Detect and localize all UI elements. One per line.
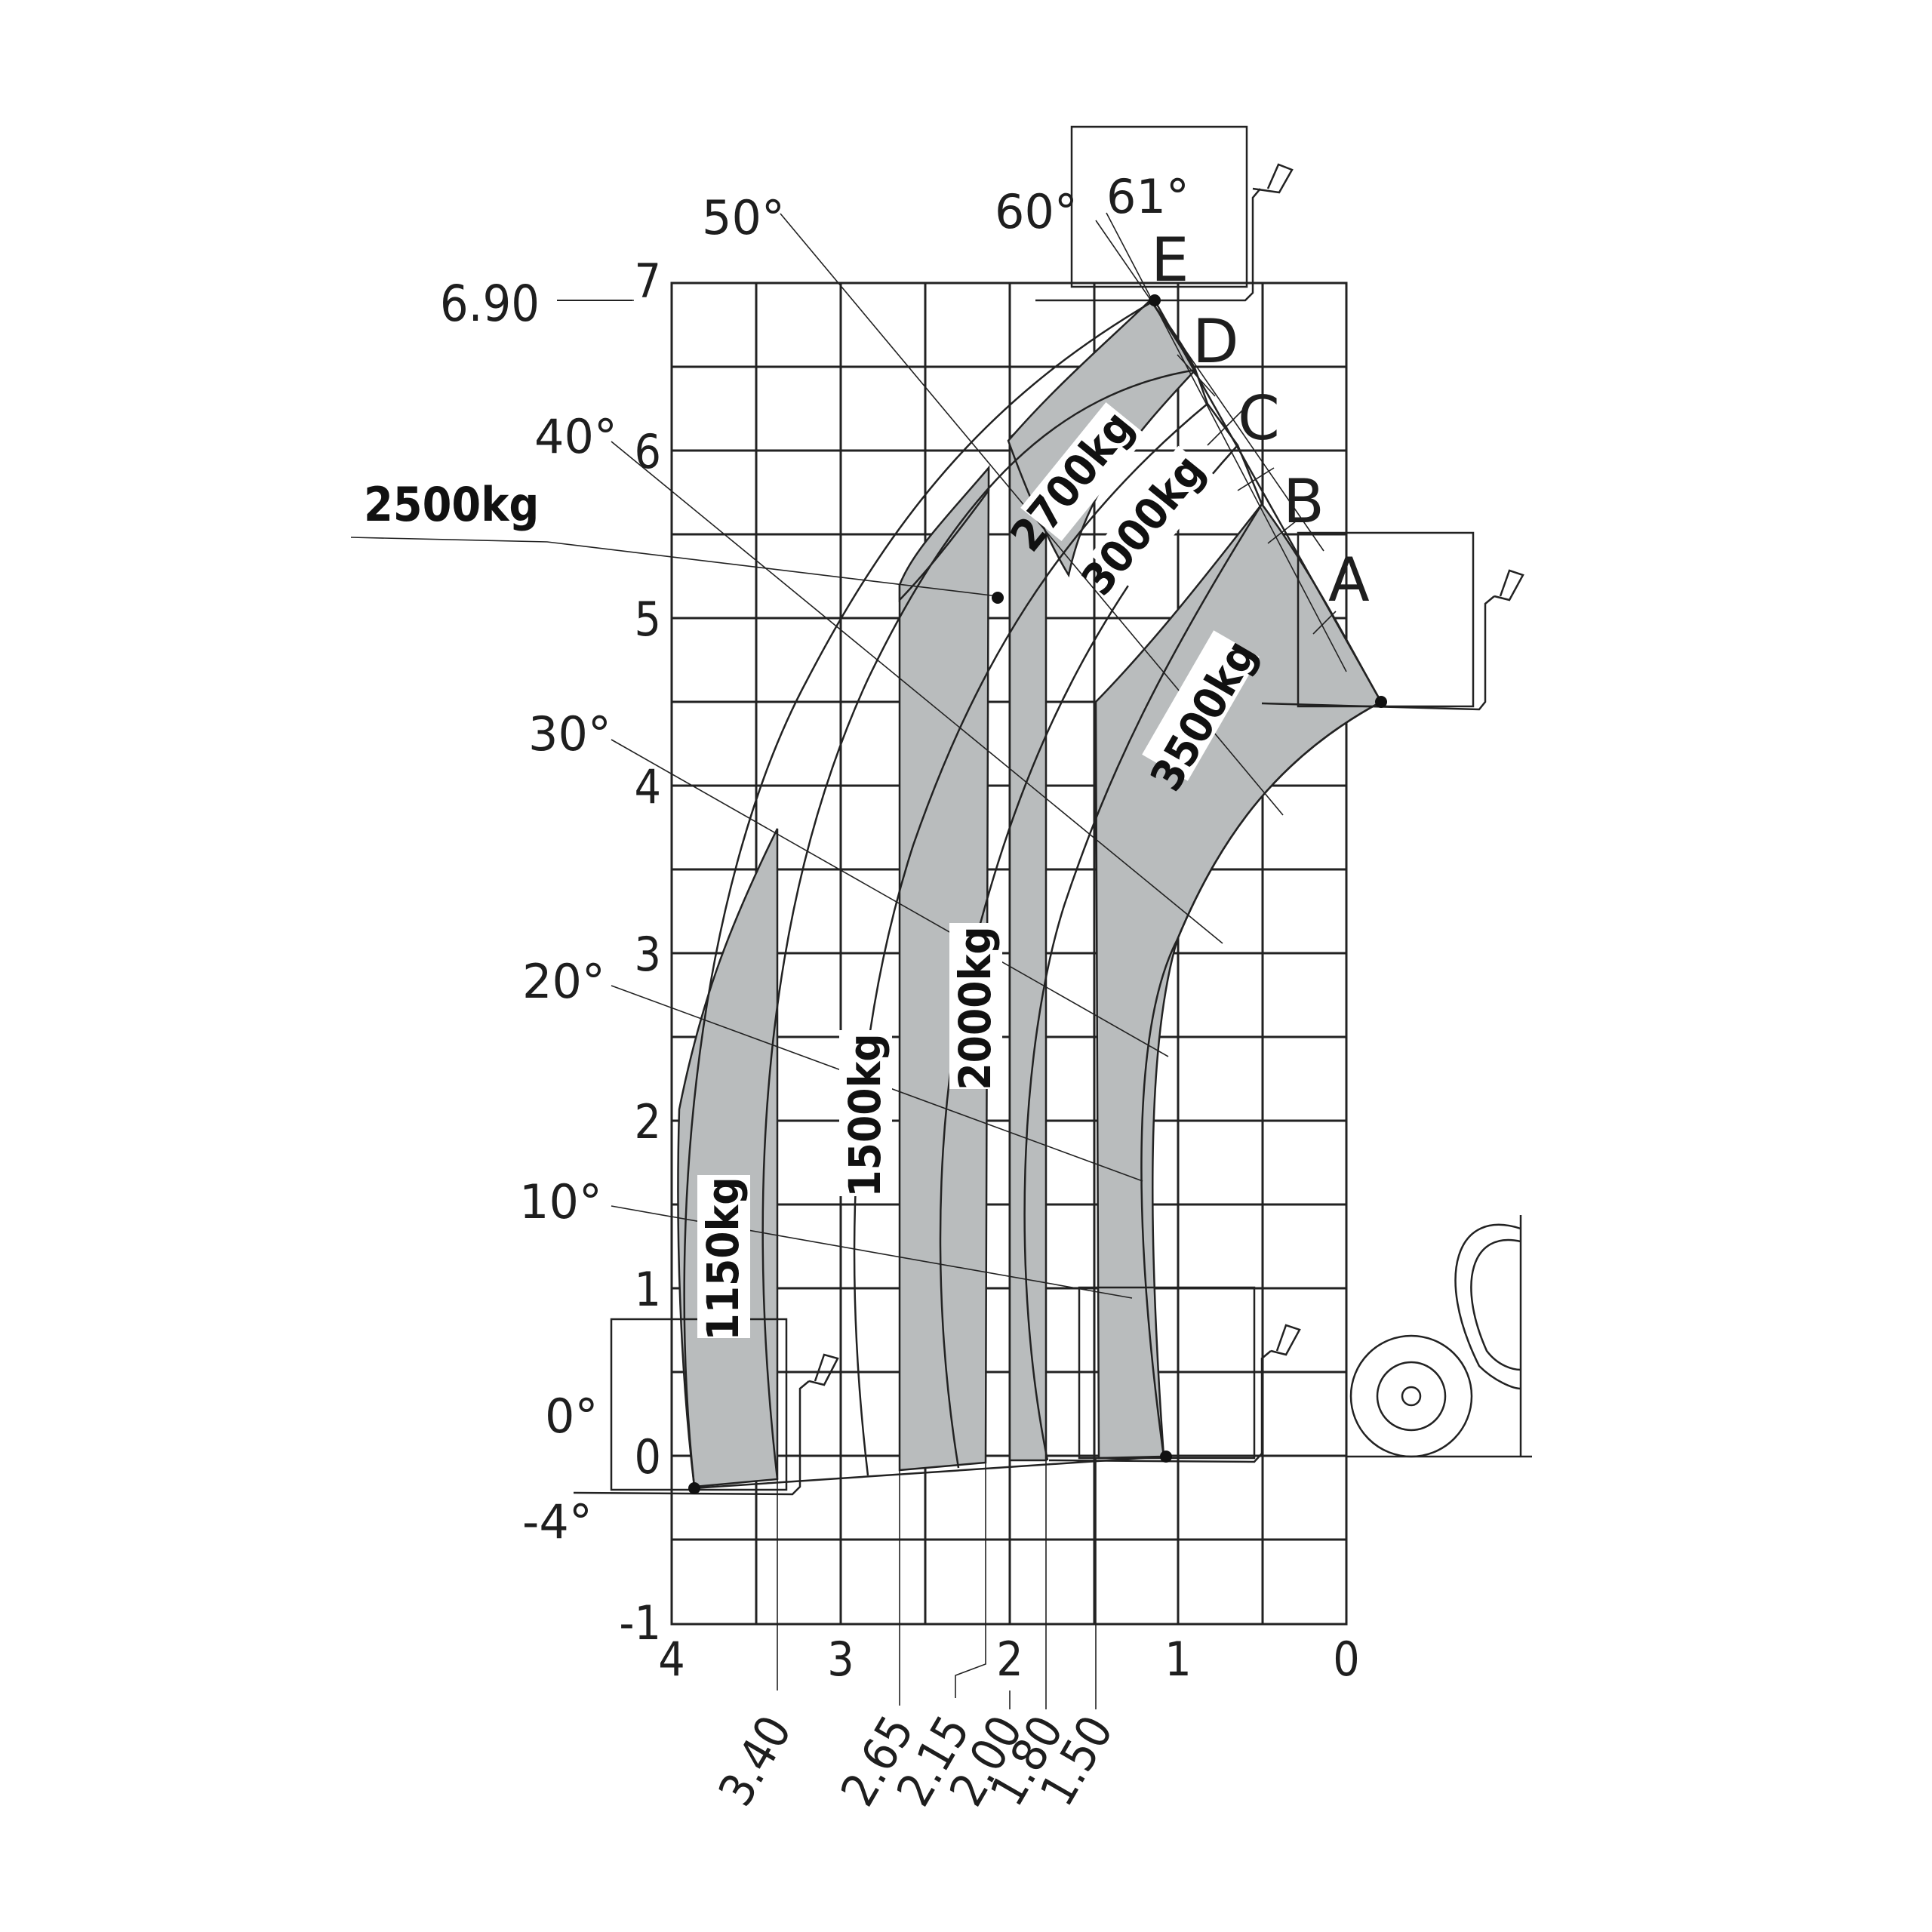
x-tick-4: 4: [658, 1632, 685, 1687]
telehandler-wheel-icon: [1346, 1215, 1532, 1458]
load-label-1150kg: 1150kg: [697, 1177, 749, 1340]
zone-upper-left: [898, 465, 990, 603]
fork-carriage-icon: [1035, 125, 1294, 302]
point-A: A: [1328, 545, 1370, 615]
y-tick-6: 6: [635, 424, 661, 479]
envelope-curves: [683, 299, 1383, 1490]
y-tick-5: 5: [635, 592, 661, 647]
x-tick-0: 0: [1333, 1632, 1359, 1687]
y-tick-2: 2: [635, 1094, 661, 1149]
x-tick-2: 2: [996, 1632, 1023, 1687]
load-label-backgrounds: [697, 402, 1260, 1338]
point-E: E: [1151, 225, 1189, 295]
load-label-2000kg: 2000kg: [949, 926, 1001, 1090]
load-zones: [677, 299, 1383, 1488]
angle-40: 40°: [534, 409, 617, 464]
y-tick-0: 0: [635, 1429, 661, 1484]
load-label-2500kg: 2500kg: [364, 477, 539, 532]
angle-0: 0°: [545, 1389, 598, 1444]
angle-30: 30°: [528, 706, 611, 761]
angle-61: 61°: [1106, 169, 1189, 224]
x-marker-3.40: 3.40: [708, 1706, 802, 1815]
fork-carriages: [573, 125, 1524, 1496]
y-tick-4: 4: [635, 759, 661, 814]
y-tick-7: 7: [635, 254, 661, 309]
angle-10: 10°: [519, 1174, 602, 1229]
leader-lines: [350, 212, 1347, 1709]
y-tick-1: 1: [635, 1262, 661, 1317]
point-B: B: [1283, 466, 1324, 537]
angle-60: 60°: [995, 184, 1078, 239]
height-marker: 6.90: [440, 275, 540, 333]
x-tick-3: 3: [827, 1632, 854, 1687]
y-tick-3: 3: [635, 927, 661, 982]
reference-dots: [688, 294, 1387, 1494]
load-label-1500kg: 1500kg: [839, 1033, 891, 1197]
y-tick-neg1: -1: [619, 1595, 661, 1651]
zone-1150kg: [677, 828, 779, 1488]
point-C: C: [1238, 383, 1280, 454]
angle-20: 20°: [522, 954, 605, 1009]
x-tick-1: 1: [1164, 1632, 1191, 1687]
point-D: D: [1192, 306, 1239, 377]
angle-50: 50°: [702, 190, 785, 245]
fork-carriage-icon: [1261, 531, 1524, 711]
angle-neg4: -4°: [522, 1494, 592, 1549]
